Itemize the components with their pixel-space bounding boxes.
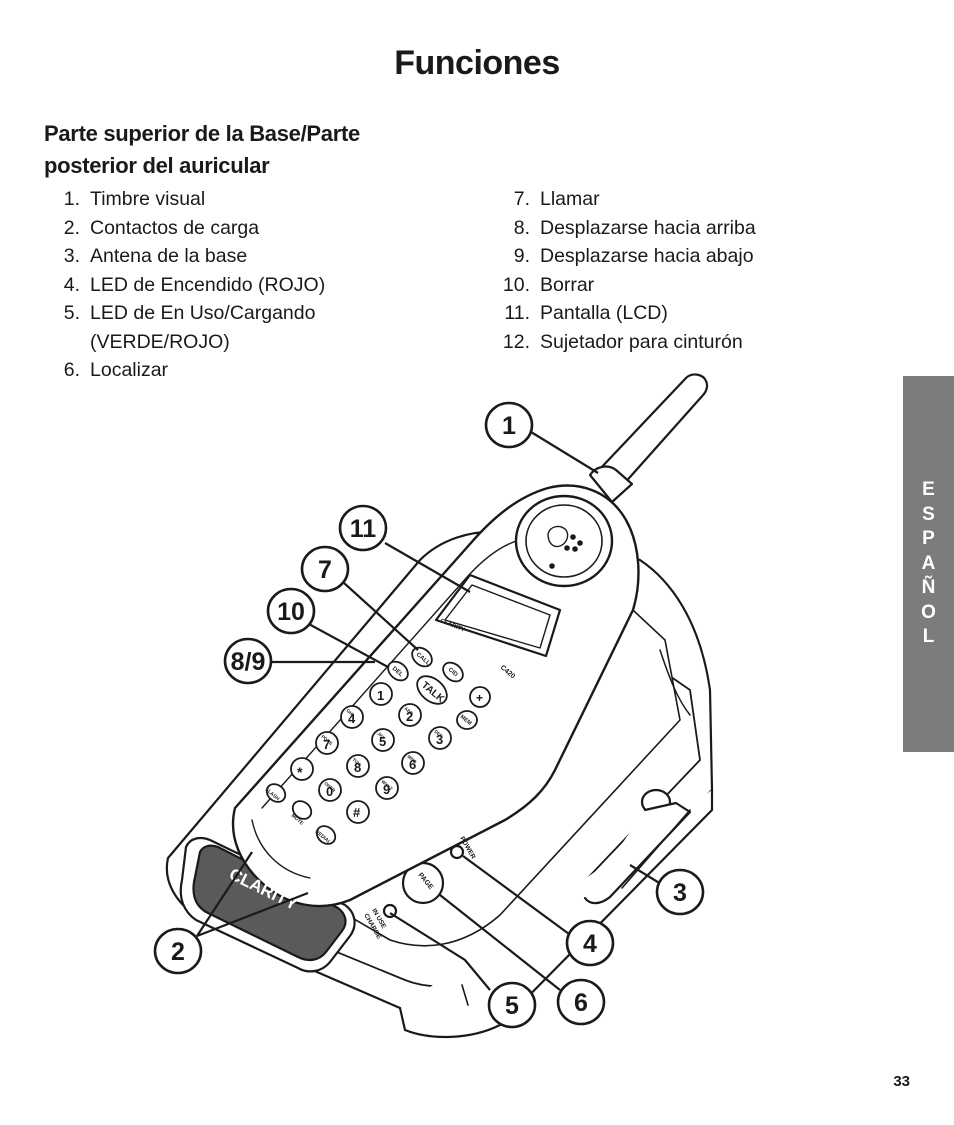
language-tab-espanol: E S P A Ñ O L	[903, 376, 954, 752]
page-title: Funciones	[394, 44, 560, 82]
list-item: 11.Pantalla (LCD)	[504, 302, 668, 324]
digit-key-letters: DEF	[433, 729, 443, 739]
digit-key-8: 8	[354, 760, 361, 775]
svg-text:2: 2	[171, 938, 185, 966]
callout-10: 10	[266, 587, 316, 635]
section-subtitle: Parte superior de la Base/Parte posterio…	[44, 121, 360, 178]
digit-key-2: 2	[406, 709, 413, 724]
callout-11: 11	[338, 504, 388, 552]
list-item: 7.Llamar	[513, 188, 600, 210]
digit-key-letters: JKL	[376, 731, 386, 740]
svg-text:3: 3	[673, 879, 687, 907]
callout-3: 3	[655, 868, 705, 916]
digit-key-6: 6	[409, 757, 416, 772]
key-cid-label: CID	[447, 667, 459, 679]
svg-text:10: 10	[277, 598, 305, 626]
keypad	[265, 646, 491, 845]
svg-text:7: 7	[318, 556, 332, 584]
digit-key-9: 9	[383, 782, 390, 797]
digit-key-5: 5	[379, 734, 386, 749]
digit-key-7: 7	[323, 737, 330, 752]
svg-text:6: 6	[574, 989, 588, 1017]
list-item: 1.Timbre visual	[63, 188, 206, 210]
digit-key-0: 0	[326, 784, 333, 799]
svg-text:4: 4	[583, 930, 597, 958]
feature-list-right: 7.Llamar 8.Desplazarse hacia arriba 9.De…	[494, 185, 834, 356]
svg-text:8/9: 8/9	[231, 648, 266, 676]
key-plus-label: +	[476, 691, 483, 705]
callout-2: 2	[153, 927, 203, 975]
list-item: 5.LED de En Uso/Cargando	[63, 302, 316, 324]
callout-8-9: 8/9	[223, 637, 273, 685]
digit-key-1: 1	[377, 688, 384, 703]
svg-text:5: 5	[505, 992, 519, 1020]
callout-leaders	[196, 431, 662, 991]
digit-key-3: 3	[436, 732, 443, 747]
key-hash-label: #	[353, 805, 361, 820]
callout-7: 7	[300, 545, 350, 593]
page-number: 33	[893, 1073, 910, 1090]
list-item: 8.Desplazarse hacia arriba	[513, 216, 756, 239]
digit-key-4: 4	[348, 711, 356, 726]
list-item: 3.Antena de la base	[63, 245, 248, 267]
list-item: 6.Localizar	[63, 359, 169, 381]
list-item: 10.Borrar	[502, 273, 595, 296]
digit-key-letters: MNO	[406, 754, 418, 765]
list-item: 2.Contactos de carga	[63, 216, 260, 239]
digit-key-letters: TUV	[351, 757, 361, 767]
svg-text:11: 11	[350, 515, 377, 543]
digit-key-letters: ABC	[403, 706, 414, 717]
callout-1: 1	[484, 401, 534, 449]
digit-key-letters: GHI	[345, 708, 354, 717]
key-star-label: *	[297, 764, 303, 780]
list-item-continuation: (VERDE/ROJO)	[90, 330, 230, 353]
callout-6: 6	[556, 978, 606, 1026]
callout-4: 4	[565, 919, 615, 967]
svg-text:1: 1	[502, 412, 516, 440]
feature-list-left: 1.Timbre visual 2.Contactos de carga 3.A…	[44, 185, 374, 385]
list-item: 12.Sujetador para cinturón	[502, 330, 743, 353]
callout-5: 5	[487, 981, 537, 1029]
list-item: 9.Desplazarse hacia abajo	[513, 245, 754, 267]
list-item: 4.LED de Encendido (ROJO)	[63, 273, 326, 296]
